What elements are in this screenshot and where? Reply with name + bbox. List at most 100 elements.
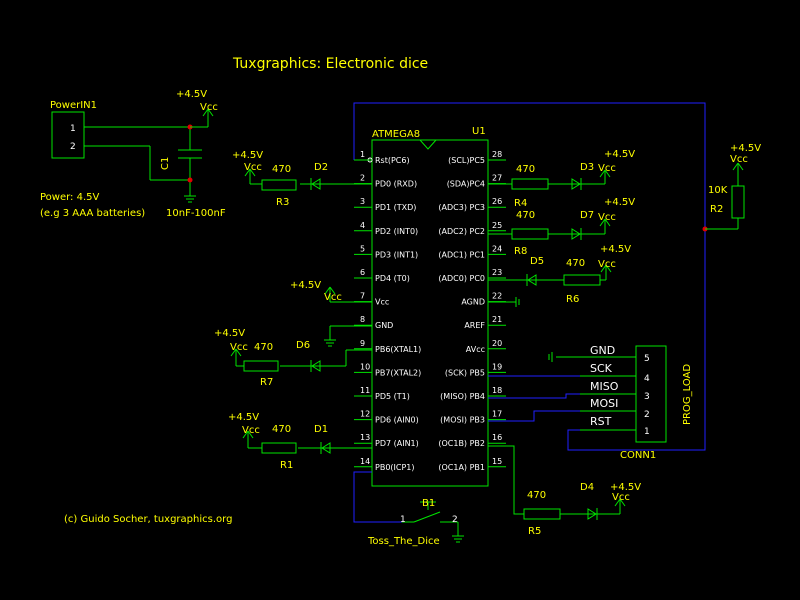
r2-supply-sub: Vcc <box>730 154 748 165</box>
mcu-left-pin-number: 10 <box>360 362 370 371</box>
dice-button-b1: B1 1 2 Toss_The_Dice <box>353 471 465 547</box>
d6-ref: D6 <box>296 340 310 351</box>
mcu-left-pin-number: 12 <box>360 410 370 419</box>
d6-supply-label: +4.5V <box>214 328 245 339</box>
d4-supply-label: +4.5V <box>610 482 641 493</box>
mcu-left-pin-number: 11 <box>360 386 370 395</box>
d2-supply-sub: Vcc <box>244 162 262 173</box>
mcu-left-pin-number: 14 <box>360 457 370 466</box>
mcu-right-pin-name: (MOSI) PB3 <box>440 416 485 425</box>
r3-ref: R3 <box>276 197 289 208</box>
r4-ref: R4 <box>514 198 527 209</box>
mcu-right-pin-number: 24 <box>492 244 502 253</box>
mcu-right-pin-name: (SDA)PC4 <box>447 180 485 189</box>
r2-ref: R2 <box>710 204 723 215</box>
button-pin-2: 2 <box>452 515 458 525</box>
mcu-left-pin-name: Vcc <box>375 298 389 307</box>
power-note-1: Power: 4.5V <box>40 192 100 203</box>
mcu-left-pin-number: 13 <box>360 433 370 442</box>
d5-supply-label: +4.5V <box>600 244 631 255</box>
r7-ref: R7 <box>260 377 273 388</box>
mcu-left-pin-name: PD5 (T1) <box>375 392 410 401</box>
d7-ref: D7 <box>580 210 594 221</box>
mcu-left-pin-number: 5 <box>360 244 365 253</box>
mcu-left-pin-number: 4 <box>360 221 365 230</box>
mcu-right-pin-name: AGND <box>461 298 485 307</box>
mcu-right-pin-name: (SCK) PB5 <box>445 368 485 377</box>
mcu-left-pin-number: 2 <box>360 174 365 183</box>
r2-supply-label: +4.5V <box>730 143 761 154</box>
r6-ref: R6 <box>566 294 579 305</box>
connector-pin-1: 1 <box>644 427 650 437</box>
led-branch-d5: D5 470 R6 +4.5V Vcc <box>488 244 631 305</box>
mcu-left-pin-number: 9 <box>360 339 365 348</box>
power-input-connector: PowerIN1 1 2 <box>50 100 190 181</box>
power-vcc-sub: Vcc <box>200 102 218 113</box>
mcu-right-pin-number: 15 <box>492 457 502 466</box>
led-branch-d6: D6 +4.5V Vcc 470 R7 <box>214 328 372 388</box>
prog-connector: CONN1 PROG_LOAD 5 4 3 2 1 GND SCK MISO M… <box>548 344 693 461</box>
led-branch-d1: D1 +4.5V Vcc 470 R1 <box>228 412 372 471</box>
connector-pin-5: 5 <box>644 354 650 364</box>
mcu-right-pin-name: (ADC2) PC2 <box>438 227 485 236</box>
mcu-right-pin-name: (ADC3) PC3 <box>438 203 485 212</box>
signal-miso: MISO <box>590 380 619 393</box>
connector-name: CONN1 <box>620 450 656 461</box>
signal-sck: SCK <box>590 362 613 375</box>
mcu-left-pin-name: PB6(XTAL1) <box>375 345 421 354</box>
mcu-left-pin-name: PD4 (T0) <box>375 274 410 283</box>
button-ref: B1 <box>422 498 435 509</box>
d6-supply-sub: Vcc <box>230 342 248 353</box>
connector-pin-2: 2 <box>644 410 650 420</box>
mcu-right-pin-name: AVcc <box>466 345 485 354</box>
button-name: Toss_The_Dice <box>367 536 440 547</box>
resistor-r2: +4.5V Vcc 10K R2 <box>705 143 761 230</box>
mcu-left-pin-name: PD7 (AIN1) <box>375 439 419 448</box>
mcu-right-pin-name: (OC1A) PB1 <box>438 463 485 472</box>
schematic-title: Tuxgraphics: Electronic dice <box>232 56 428 72</box>
connector-ref: PROG_LOAD <box>682 364 693 425</box>
mcu-left-pin-name: PD2 (INT0) <box>375 227 418 236</box>
r7-value: 470 <box>254 342 273 353</box>
d3-supply-sub: Vcc <box>598 163 616 174</box>
mcu-left-pin-number: 3 <box>360 197 365 206</box>
power-input-ref: PowerIN1 <box>50 100 97 111</box>
d2-ref: D2 <box>314 162 328 173</box>
mcu-left-pin-number: 8 <box>360 315 365 324</box>
d7-supply-label: +4.5V <box>604 197 635 208</box>
signal-gnd: GND <box>590 344 615 357</box>
r8-value: 470 <box>516 210 535 221</box>
mcu-left-pin-name: PD0 (RXD) <box>375 180 417 189</box>
r5-ref: R5 <box>528 526 541 537</box>
signal-mosi: MOSI <box>590 397 618 410</box>
button-pin-1: 1 <box>400 515 406 525</box>
signal-rst: RST <box>590 415 612 428</box>
d4-ref: D4 <box>580 482 594 493</box>
r4-value: 470 <box>516 164 535 175</box>
mcu-right-pin-number: 25 <box>492 221 502 230</box>
mcu-right-pin-name: AREF <box>464 321 485 330</box>
power-pin-2: 2 <box>70 142 76 152</box>
mcu-right-pin-number: 20 <box>492 339 502 348</box>
mcu-right-pin-number: 18 <box>492 386 502 395</box>
mcu-right-pin-number: 28 <box>492 150 502 159</box>
d5-supply-sub: Vcc <box>598 259 616 270</box>
capacitor-c1: C1 10nF-100nF <box>160 124 226 219</box>
led-branch-d4: 470 R5 D4 +4.5V Vcc <box>488 445 641 537</box>
r6-value: 470 <box>566 258 585 269</box>
mcu-right-pin-number: 16 <box>492 433 502 442</box>
r5-value: 470 <box>527 490 546 501</box>
mcu-left-pin-number: 1 <box>360 150 365 159</box>
d1-supply-label: +4.5V <box>228 412 259 423</box>
mcu-left-pin-name: PB0(ICP1) <box>375 463 415 472</box>
mcu-right-pin-name: (ADC0) PC0 <box>438 274 485 283</box>
d1-ref: D1 <box>314 424 328 435</box>
mcu-vcc-sub: Vcc <box>324 292 342 303</box>
mcu-right-pin-name: (ADC1) PC1 <box>438 250 485 259</box>
r1-ref: R1 <box>280 460 293 471</box>
mcu-right-pin-number: 26 <box>492 197 502 206</box>
mcu-left-pin-number: 7 <box>360 292 365 301</box>
led-branch-d3: 470 R4 D3 +4.5V Vcc <box>488 149 635 209</box>
